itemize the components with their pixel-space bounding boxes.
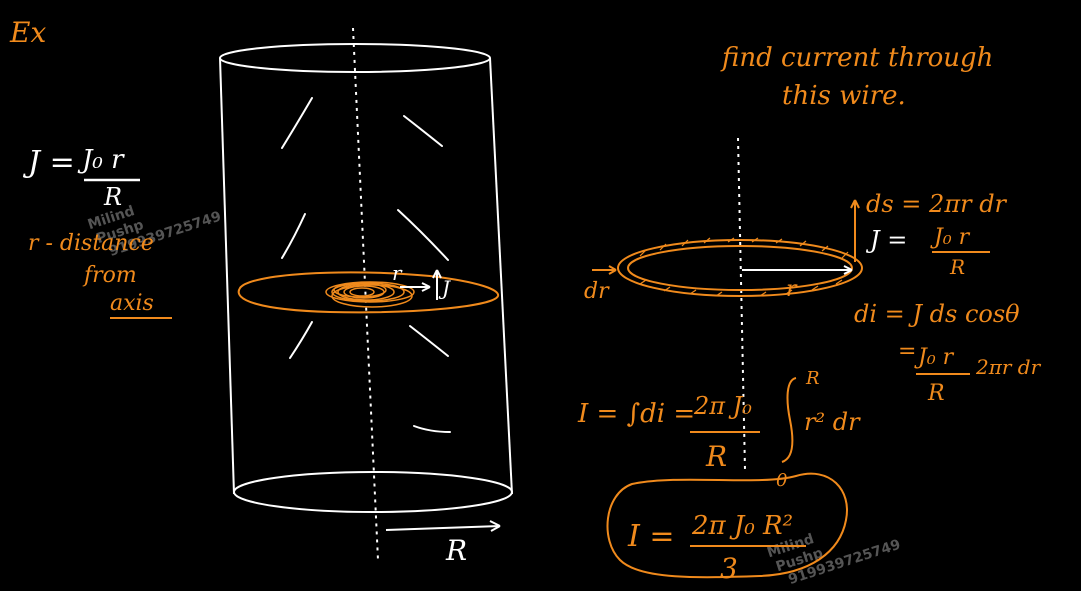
cylinder-axis [352, 27, 379, 561]
cylinder-left-edge [219, 57, 235, 495]
center-scribble [325, 281, 415, 308]
area-vector-arrowhead [850, 199, 860, 209]
r-def-line3: axis [110, 291, 154, 316]
current-density-definition: J = J₀ r R [22, 145, 140, 211]
ring-element: r dr [584, 137, 863, 471]
cylinder-right-edge [489, 57, 513, 495]
integral-sign [781, 377, 797, 463]
question-line2: this wire. [782, 81, 906, 111]
R-arrowhead [489, 520, 501, 532]
radius-arrowhead [421, 282, 431, 292]
J-lhs: J = [22, 145, 75, 180]
shading-strokes [281, 97, 451, 433]
J-numerator-right: J₀ r [930, 225, 971, 250]
r-def-line1: r - distance [28, 231, 154, 256]
ds-equation: ds = 2πr dr [866, 190, 1008, 218]
example-label: Ex [9, 16, 46, 49]
question: find current through this wire. [720, 43, 993, 111]
r-definition: r - distance from axis [28, 231, 172, 319]
r-def-line2: from [82, 263, 137, 288]
ring-inner [627, 245, 853, 291]
result-lhs: I = [627, 519, 675, 554]
integrand: r² dr [804, 408, 861, 436]
cylinder-wire: r J R [219, 27, 513, 567]
cyl-R-label: R [445, 534, 467, 567]
result-box [606, 472, 848, 579]
di2-denominator: R [927, 381, 945, 406]
integral-upper-limit: R [805, 368, 820, 389]
I-numerator: 2π J₀ [693, 392, 752, 420]
di2-equals: = [898, 339, 916, 364]
di-equation: di = J ds cosθ [854, 300, 1020, 328]
integral-lower-limit: 0 [776, 470, 787, 491]
I-integral-lhs: I = ∫di = [577, 399, 695, 429]
derivation: ds = 2πr dr J = J₀ r R di = J ds cosθ = … [577, 190, 1042, 585]
cyl-r-label: r [392, 261, 403, 285]
question-line1: find current through [720, 43, 993, 73]
J-numerator: J₀ r [77, 145, 125, 175]
disk-cross-section [237, 271, 500, 314]
cyl-J-label: J [438, 276, 451, 300]
R-arrow [385, 525, 501, 531]
result-denominator: 3 [720, 552, 738, 585]
ring-r-label: r [786, 277, 798, 302]
ring-radius-arrowhead [843, 265, 853, 275]
ring-dr-label: dr [584, 279, 610, 304]
ring-hatching [639, 237, 849, 297]
J-arrowhead [432, 269, 442, 279]
ring-outer [617, 239, 863, 297]
result-numerator: 2π J₀ R² [691, 511, 793, 541]
di2-numerator: J₀ r [914, 345, 955, 370]
J-denominator: R [103, 183, 122, 211]
J-denominator-right: R [949, 255, 965, 279]
J-lhs-right: J = [865, 226, 907, 254]
dr-arrowhead [608, 265, 617, 275]
I-denominator: R [705, 440, 727, 473]
di2-rest: 2πr dr [975, 355, 1042, 379]
